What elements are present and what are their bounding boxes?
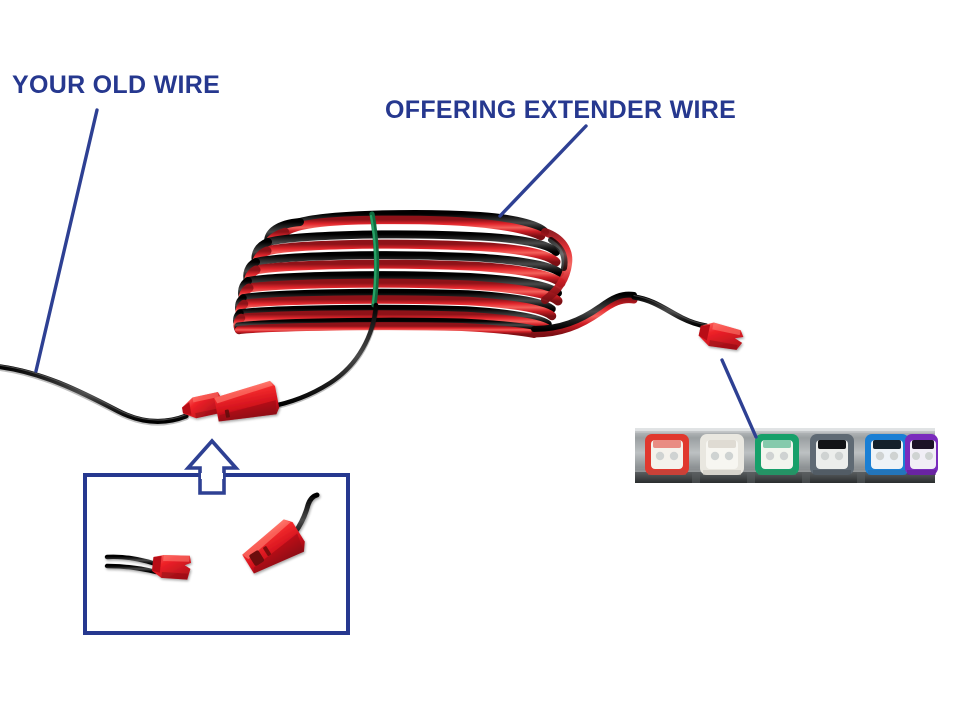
extender-leader-line xyxy=(498,124,588,218)
extender-end-red-connector xyxy=(698,322,744,350)
extender-wire-coil xyxy=(232,210,573,338)
detail-male-connector xyxy=(104,554,192,580)
led-item xyxy=(645,434,689,475)
led-item xyxy=(755,434,799,475)
detail-female-connector xyxy=(242,492,320,574)
detail-box xyxy=(83,473,350,635)
detail-box-up-arrow-icon xyxy=(183,438,241,495)
label-your-old-wire: YOUR OLD WIRE xyxy=(12,71,221,99)
green-cable-tie xyxy=(369,211,380,308)
old-wire xyxy=(0,364,190,426)
inline-red-connector-joint xyxy=(182,380,280,422)
coil-to-connector-lead xyxy=(265,302,379,411)
led-item xyxy=(865,434,909,475)
led-item xyxy=(700,434,744,475)
label-offering-extender-wire: OFFERING EXTENDER WIRE xyxy=(385,96,737,124)
annotation-leaders xyxy=(34,108,758,439)
led-item xyxy=(905,434,938,475)
old-wire-leader-line xyxy=(34,108,99,373)
led-strip-leader-line xyxy=(720,358,758,439)
extender-wire-run xyxy=(530,291,709,338)
rgb-led-strip xyxy=(635,428,938,483)
led-item xyxy=(810,434,854,475)
